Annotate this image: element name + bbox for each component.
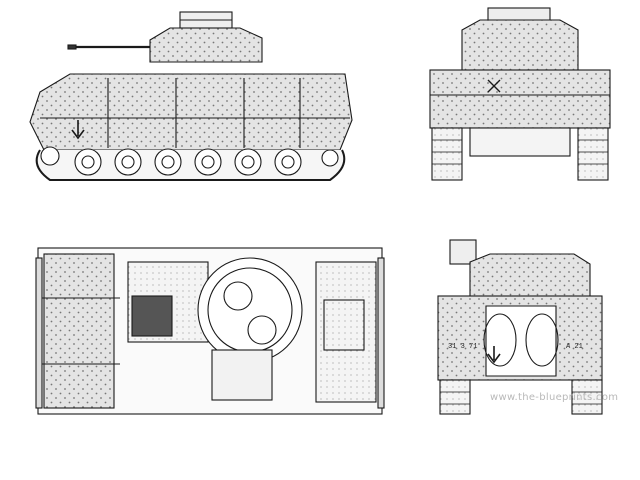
- rear-tow-launcher: [449, 239, 477, 265]
- side-turret: [149, 27, 263, 63]
- rear-view: 31 3 71 A 21: [437, 239, 603, 415]
- side-hull: [29, 73, 353, 151]
- top-gunner-hatch: [247, 315, 277, 345]
- side-drive-sprocket: [40, 146, 60, 166]
- rear-right-marking: A 21: [566, 343, 583, 351]
- top-front-deck: [43, 253, 115, 409]
- top-rear-deck: [315, 261, 377, 403]
- top-left-track-edge: [35, 257, 43, 409]
- top-commander-hatch: [223, 281, 253, 311]
- rear-arrow-marking: [487, 346, 501, 364]
- front-right-track: [577, 127, 609, 181]
- top-turret-ring: [197, 257, 303, 363]
- side-muzzle: [67, 44, 77, 50]
- rear-left-marking: 31 3 71: [448, 343, 477, 351]
- front-hull: [429, 69, 611, 129]
- side-roadwheels: [74, 148, 302, 176]
- front-lower-plate: [469, 127, 571, 157]
- top-grille: [131, 295, 173, 337]
- side-track: [35, 149, 346, 181]
- rear-right-door: [525, 313, 559, 367]
- rear-left-track: [439, 379, 471, 415]
- rear-left-door: [483, 313, 517, 367]
- watermark: www.the-blueprints.com: [490, 392, 619, 403]
- front-turret: [461, 19, 579, 71]
- top-view: [35, 247, 385, 415]
- side-idler: [321, 149, 339, 167]
- rear-right-track: [571, 379, 603, 415]
- rear-turret: [469, 253, 591, 297]
- side-view: [29, 11, 353, 181]
- front-view: [429, 7, 611, 181]
- side-arrow-marking: [71, 120, 85, 140]
- front-left-track: [431, 127, 463, 181]
- top-right-track-edge: [377, 257, 385, 409]
